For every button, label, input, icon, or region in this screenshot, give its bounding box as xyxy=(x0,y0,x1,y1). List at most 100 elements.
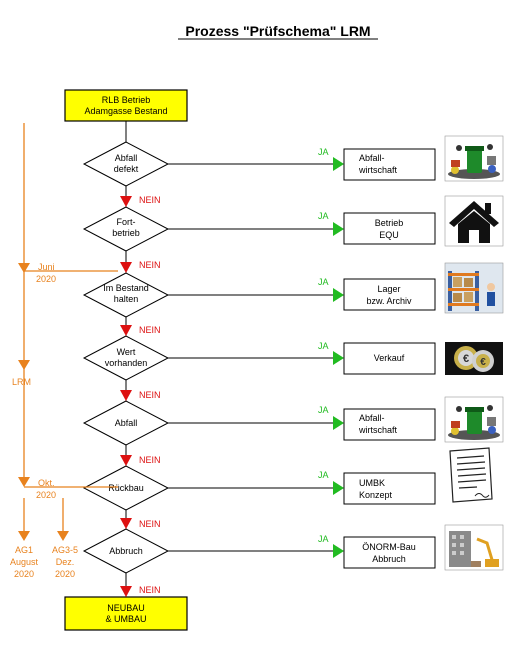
decision-rueckbau: Rückbau xyxy=(82,465,170,511)
no-arrow xyxy=(120,390,132,401)
svg-text:€: € xyxy=(480,357,486,368)
end-label-line1: NEUBAU xyxy=(107,603,145,613)
decision-abfall-defekt: Abfall defekt xyxy=(82,141,170,187)
timeline-arrow xyxy=(57,531,69,541)
outcome-label-line2: EQU xyxy=(379,230,399,240)
decision-label-line1: Im Bestand xyxy=(103,283,149,293)
decision-label-line2: halten xyxy=(114,294,139,304)
yes-arrow xyxy=(333,544,344,558)
trash-heap-icon xyxy=(444,135,504,182)
outcome-oenorm-abbruch: ÖNORM-Bau Abbruch xyxy=(343,536,436,569)
no-label: NEIN xyxy=(139,585,161,595)
decision-label-line1: Fort- xyxy=(117,217,136,227)
milestone-ag1-line2: August xyxy=(10,557,39,567)
yes-arrow xyxy=(333,288,344,302)
decision-label-line1: Abbruch xyxy=(109,546,143,556)
yes-label: JA xyxy=(318,470,329,480)
end-box: NEUBAU & UMBAU xyxy=(64,596,188,631)
timeline-arrow xyxy=(18,360,30,370)
timeline-arrow xyxy=(18,263,30,273)
yes-label: JA xyxy=(318,211,329,221)
yes-arrow xyxy=(333,222,344,236)
timeline-arrow xyxy=(18,477,30,487)
decision-wert-vorhanden: Wert vorhanden xyxy=(82,335,170,381)
no-arrow xyxy=(120,262,132,273)
yes-arrow xyxy=(333,481,344,495)
milestone-ag1-line1: AG1 xyxy=(15,545,33,555)
decision-label-line1: Wert xyxy=(117,347,136,357)
yes-label: JA xyxy=(318,341,329,351)
warehouse-shelves-icon xyxy=(444,262,504,314)
outcome-label-line1: Betrieb xyxy=(375,218,404,228)
milestone-ag35-line1: AG3-5 xyxy=(52,545,78,555)
page-title: Prozess "Prüfschema" LRM xyxy=(185,23,370,39)
decision-label-line1: Abfall xyxy=(115,418,138,428)
outcome-label-line1: Abfall- xyxy=(359,153,385,163)
outcome-label-line1: ÖNORM-Bau xyxy=(362,542,416,552)
milestone-ag35-line3: 2020 xyxy=(55,569,75,579)
outcome-label-line2: bzw. Archiv xyxy=(366,296,412,306)
decision-fortbetrieb: Fort- betrieb xyxy=(82,206,170,252)
milestone-ag35-line2: Dez. xyxy=(56,557,75,567)
decision-im-bestand-halten: Im Bestand halten xyxy=(82,272,170,318)
yes-arrow xyxy=(333,416,344,430)
outcome-betrieb-equ: Betrieb EQU xyxy=(343,212,436,245)
yes-arrow xyxy=(333,351,344,365)
outcome-verkauf: Verkauf xyxy=(343,342,436,375)
no-label: NEIN xyxy=(139,195,161,205)
milestone-ag1-line3: 2020 xyxy=(14,569,34,579)
no-label: NEIN xyxy=(139,455,161,465)
no-label: NEIN xyxy=(139,519,161,529)
yes-arrow xyxy=(333,157,344,171)
timeline-lrm-label: LRM xyxy=(12,377,31,387)
milestone-juni-line2: 2020 xyxy=(36,274,56,284)
start-box: RLB Betrieb Adamgasse Bestand xyxy=(64,89,188,122)
yes-label: JA xyxy=(318,147,329,157)
document-icon xyxy=(449,447,493,503)
start-label-line1: RLB Betrieb xyxy=(102,95,151,105)
yes-connectors xyxy=(168,163,333,552)
timeline xyxy=(18,123,118,541)
decision-abbruch: Abbruch xyxy=(82,528,170,574)
no-arrow xyxy=(120,196,132,207)
yes-label: JA xyxy=(318,277,329,287)
outcome-label-line1: Lager xyxy=(377,284,400,294)
trash-heap-icon xyxy=(444,396,504,443)
no-label: NEIN xyxy=(139,260,161,270)
timeline-arrow xyxy=(18,531,30,541)
outcome-label-line1: Verkauf xyxy=(374,353,405,363)
outcome-label-line2: wirtschaft xyxy=(358,165,398,175)
decision-label-line1: Rückbau xyxy=(108,483,144,493)
milestone-okt-line2: 2020 xyxy=(36,490,56,500)
no-label: NEIN xyxy=(139,390,161,400)
outcome-label-line1: UMBK xyxy=(359,478,385,488)
outcome-umbk-konzept: UMBK Konzept xyxy=(343,472,436,505)
outcome-label-line2: wirtschaft xyxy=(358,425,398,435)
start-label-line2: Adamgasse Bestand xyxy=(84,106,167,116)
no-arrow xyxy=(120,518,132,529)
decision-label-line2: vorhanden xyxy=(105,358,148,368)
outcome-abfallwirtschaft: Abfall- wirtschaft xyxy=(343,148,436,181)
no-arrow xyxy=(120,325,132,336)
outcome-label-line1: Abfall- xyxy=(359,413,385,423)
house-icon xyxy=(444,195,504,247)
outcome-abfallwirtschaft-2: Abfall- wirtschaft xyxy=(343,408,436,441)
euro-coins-icon: € € xyxy=(445,342,503,375)
outcome-label-line2: Abbruch xyxy=(372,554,406,564)
no-label: NEIN xyxy=(139,325,161,335)
decision-label-line2: defekt xyxy=(114,164,139,174)
svg-text:€: € xyxy=(463,353,469,365)
demolition-icon xyxy=(444,524,504,571)
outcome-lager-archiv: Lager bzw. Archiv xyxy=(343,278,436,311)
decision-label-line1: Abfall xyxy=(115,153,138,163)
decision-label-line2: betrieb xyxy=(112,228,140,238)
no-arrow xyxy=(120,586,132,597)
decision-abfall: Abfall xyxy=(82,400,170,446)
end-label-line2: & UMBAU xyxy=(105,614,146,624)
milestone-juni-line1: Juni xyxy=(38,262,55,272)
yes-label: JA xyxy=(318,534,329,544)
outcome-label-line2: Konzept xyxy=(359,490,393,500)
no-arrow xyxy=(120,455,132,466)
yes-label: JA xyxy=(318,405,329,415)
